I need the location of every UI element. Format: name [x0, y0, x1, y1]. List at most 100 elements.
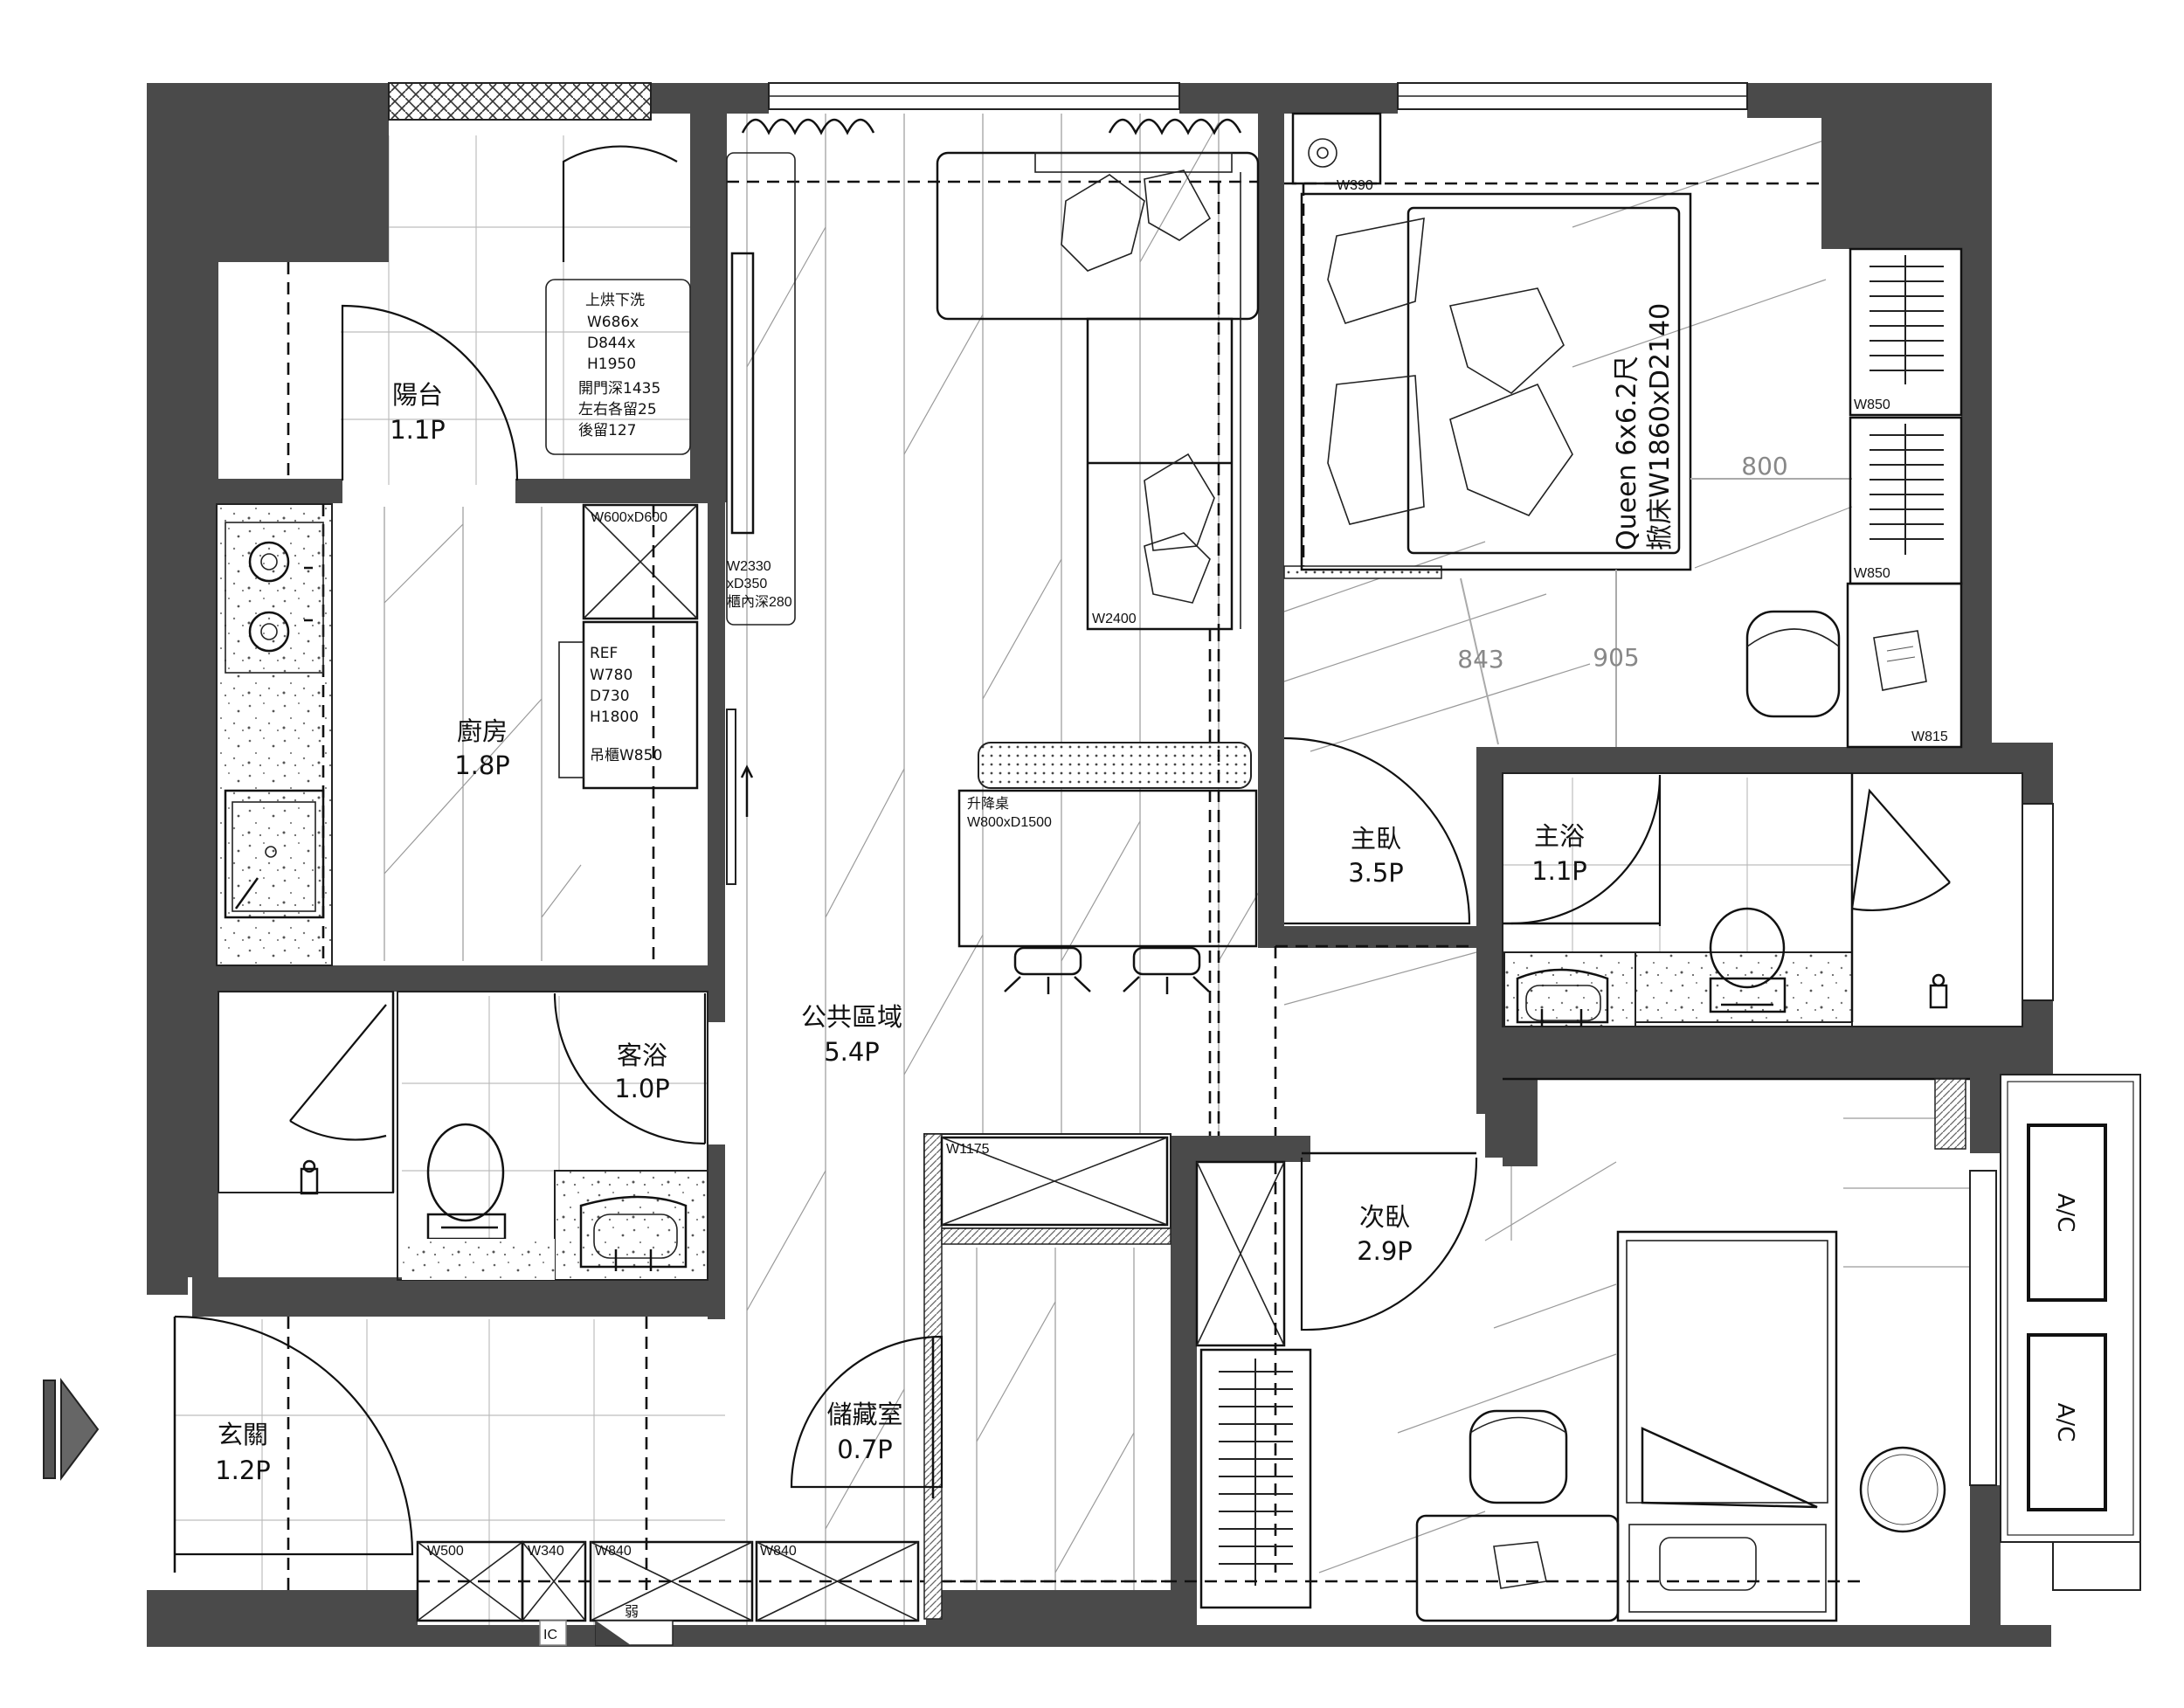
bed-pillow-icon — [1659, 1537, 1757, 1591]
master-chair-icon — [1745, 610, 1841, 718]
dim-walk-right: 905 — [1593, 643, 1639, 672]
chair-icon — [1004, 946, 1210, 994]
hall-cabinet-label: W1175 — [946, 1142, 990, 1157]
svg-text:H1950: H1950 — [587, 356, 636, 373]
room-area-master-bath: 1.1P — [1531, 856, 1587, 886]
fridge-note-3: H1800 — [590, 709, 639, 726]
bath-window — [2022, 803, 2054, 1001]
room-area-balcony: 1.1P — [390, 415, 446, 445]
hall-cabinet — [940, 1136, 1169, 1227]
weak-current-label: 弱 — [625, 1604, 639, 1620]
study-chair-icon — [1469, 1409, 1568, 1504]
entry-cabinet-3-label: W840 — [595, 1544, 632, 1559]
room-name-kitchen: 廚房 — [457, 716, 508, 746]
ac-unit-1-label: A/C — [2052, 1193, 2078, 1233]
kitchen-upper-label: W600xD600 — [591, 510, 667, 525]
ic-box — [539, 1620, 567, 1646]
entry-cabinet-1-label: W500 — [427, 1544, 464, 1559]
room-area-storage: 0.7P — [837, 1435, 893, 1464]
tv-cabinet: W2330 xD350 櫃內深280 — [726, 152, 796, 626]
kitchen-room: W600xD600 REF W780 D730 H1800 吊櫃W850 廚房 … — [216, 503, 699, 966]
room-name-guest-bath: 客浴 — [617, 1041, 667, 1070]
room-name-entry: 玄關 — [218, 1420, 268, 1449]
svg-text:W686x: W686x — [587, 314, 639, 331]
entry-cabinet-2-label: W340 — [528, 1544, 564, 1559]
kitchen-hanging-label: 吊櫃W850 — [590, 747, 662, 764]
fridge-note-2: D730 — [590, 688, 630, 705]
master-desk — [1846, 582, 1963, 749]
entry-cabinet-4-label: W840 — [760, 1544, 797, 1559]
wardrobe-2-label: W850 — [1854, 566, 1890, 581]
public-floor — [746, 114, 1281, 1625]
master-bath-room: 主浴 1.1P — [1502, 772, 2023, 1027]
bed-size-line-2: 掀床W1860xD2140 — [1645, 303, 1676, 550]
wardrobe: W850 W850 — [1849, 247, 1963, 585]
washer-note: 上烘下洗 W686x D844x H1950 開門深1435 左右各留25 後留… — [578, 292, 660, 439]
sofa: W2400 — [936, 151, 1260, 631]
second-wardrobe — [1199, 1348, 1312, 1609]
windows — [388, 82, 2054, 1486]
master-top-label: W390 — [1337, 178, 1373, 193]
dim-walk-left: 843 — [1457, 645, 1503, 674]
dimension-bed-side: 800 — [1690, 452, 1852, 481]
svg-text:D844x: D844x — [587, 335, 636, 352]
master-door — [1283, 736, 1471, 925]
dim-bed-side: 800 — [1741, 452, 1787, 481]
sink-icon — [224, 789, 325, 919]
sofa-label: W2400 — [1092, 612, 1137, 626]
cushion-icon — [1061, 169, 1215, 604]
room-name-balcony: 陽台 — [392, 380, 443, 410]
public-area: W2330 xD350 櫃內深280 W2400 — [726, 118, 1476, 1136]
second-window — [1969, 1170, 1997, 1486]
stove-icon — [225, 522, 324, 674]
guest-bath-room: 客浴 1.0P — [218, 991, 708, 1281]
tile-grids — [175, 135, 1852, 1625]
balcony-room: 上烘下洗 W686x D844x H1950 開門深1435 左右各留25 後留… — [287, 145, 691, 481]
entrance-arrow-icon — [43, 1378, 100, 1481]
single-bed — [1616, 1230, 1838, 1622]
room-area-kitchen: 1.8P — [454, 750, 510, 780]
up-arrow-icon — [740, 764, 754, 817]
ac-unit-2-label: A/C — [2052, 1403, 2078, 1442]
curtain-icon — [741, 118, 1242, 135]
room-name-second: 次臥 — [1359, 1202, 1410, 1232]
master-basin-icon — [1516, 968, 1609, 1027]
ac-area: A/C A/C — [2000, 1074, 2141, 1591]
sink-fixture-icon — [1291, 112, 1382, 185]
desk-size: W800xD1500 — [967, 815, 1052, 830]
toilet-icon — [426, 1123, 507, 1241]
second-bedroom: 次臥 2.9P — [943, 1077, 1970, 1622]
svg-text:上烘下洗: 上烘下洗 — [585, 292, 645, 309]
study-desk — [1415, 1514, 1620, 1622]
storage-room: W1175 儲藏室 0.7P — [790, 1133, 1171, 1620]
tv-cabinet-label-0: W2330 — [727, 559, 771, 574]
svg-text:開門深1435: 開門深1435 — [578, 380, 660, 398]
ic-box-label: IC — [543, 1628, 557, 1642]
room-area-public: 5.4P — [824, 1037, 880, 1067]
walls — [147, 83, 2053, 1647]
room-name-master: 主臥 — [1351, 824, 1401, 854]
room-area-master: 3.5P — [1348, 858, 1404, 888]
washer-note-box — [545, 279, 691, 455]
fridge-note-1: W780 — [590, 667, 632, 684]
room-name-storage: 儲藏室 — [826, 1400, 902, 1429]
svg-text:左右各留25: 左右各留25 — [578, 401, 657, 418]
room-area-entry: 1.2P — [215, 1456, 271, 1485]
fridge-note-0: REF — [590, 645, 618, 662]
svg-text:後留127: 後留127 — [578, 422, 636, 439]
ac-unit-2: A/C — [2027, 1333, 2107, 1511]
bed: Queen 6x6.2尺 掀床W1860xD2140 — [1300, 192, 1692, 571]
master-toilet-icon — [1709, 907, 1787, 1013]
side-table-icon — [1859, 1446, 1946, 1533]
second-floor — [1318, 1117, 1992, 1573]
room-name-master-bath: 主浴 — [1534, 821, 1585, 851]
standing-desk: 升降桌 W800xD1500 — [957, 742, 1258, 994]
book-icon — [1873, 630, 1927, 691]
kitchen-floor — [384, 507, 582, 961]
room-name-public: 公共區域 — [801, 1002, 902, 1032]
ac-unit-1: A/C — [2027, 1124, 2107, 1302]
wardrobe-1-label: W850 — [1854, 398, 1890, 412]
fridge-cabinet: W600xD600 REF W780 D730 H1800 吊櫃W850 — [558, 503, 699, 965]
dimension-walkways: 843 905 — [1457, 570, 1640, 747]
